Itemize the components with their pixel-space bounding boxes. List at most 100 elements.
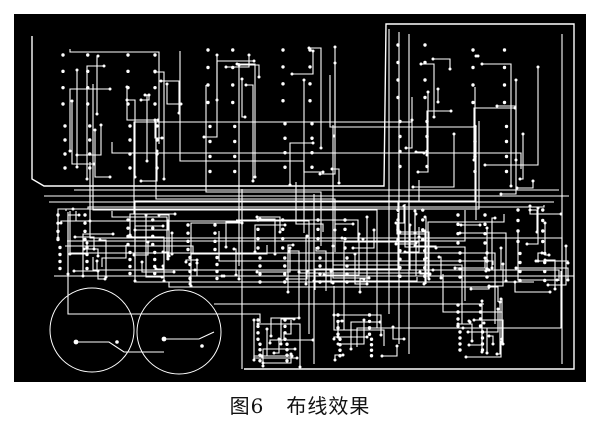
trace	[329, 75, 477, 220]
pad	[448, 67, 452, 71]
pad	[478, 324, 483, 328]
pad	[485, 351, 489, 355]
pad	[234, 273, 238, 277]
pad	[474, 54, 478, 58]
pad	[410, 118, 414, 122]
pad	[115, 340, 119, 344]
pad	[312, 279, 316, 283]
pad	[369, 337, 374, 341]
trace	[155, 121, 336, 252]
pad	[83, 237, 87, 242]
pad	[398, 164, 402, 169]
pad	[85, 245, 89, 250]
pad	[367, 313, 372, 317]
pad	[102, 64, 106, 68]
pad	[543, 269, 547, 274]
trace	[343, 227, 420, 330]
trace	[485, 67, 539, 166]
pad	[161, 224, 165, 228]
pad	[338, 337, 342, 341]
pad	[144, 213, 148, 217]
pad	[365, 215, 369, 219]
pad	[179, 102, 183, 106]
mounting-circles	[49, 287, 222, 375]
pad	[310, 122, 314, 126]
pad	[423, 43, 427, 47]
pad	[285, 277, 289, 281]
pad	[340, 319, 344, 323]
trace	[141, 151, 158, 182]
pad	[333, 358, 337, 362]
trace	[127, 99, 136, 177]
trace	[497, 105, 517, 160]
pad	[253, 250, 257, 254]
pad	[283, 223, 287, 227]
pad	[256, 337, 260, 341]
pad-layer	[56, 43, 570, 369]
pad	[369, 343, 374, 347]
trace	[501, 80, 517, 195]
pad	[483, 256, 487, 260]
trace	[354, 254, 367, 285]
pad	[398, 266, 402, 270]
pad	[288, 246, 292, 250]
pad	[337, 181, 341, 185]
pad	[408, 223, 412, 227]
pad	[186, 239, 190, 244]
trace	[145, 94, 148, 161]
pad	[222, 274, 226, 278]
pad	[233, 169, 237, 174]
trace	[77, 125, 102, 156]
pad	[425, 119, 429, 124]
pad	[470, 339, 474, 343]
pad	[318, 172, 322, 176]
trace	[86, 65, 104, 179]
pad	[153, 250, 157, 255]
pad	[418, 270, 422, 274]
pad	[153, 85, 157, 90]
pad	[336, 313, 340, 317]
trace	[111, 211, 168, 260]
pad	[77, 213, 81, 217]
trace	[253, 320, 297, 359]
pad	[480, 330, 485, 334]
pad	[330, 167, 334, 171]
pad	[151, 242, 155, 247]
pad	[518, 278, 522, 283]
pad	[361, 237, 365, 241]
pad	[304, 282, 308, 286]
pad	[279, 342, 283, 346]
trace	[82, 233, 113, 276]
pad	[286, 290, 290, 294]
pad	[88, 152, 92, 156]
trace	[514, 282, 550, 293]
trace	[418, 92, 429, 173]
pad	[543, 278, 547, 283]
pad	[421, 208, 425, 212]
pad	[478, 303, 483, 307]
pad	[125, 98, 129, 102]
pad	[283, 264, 287, 268]
trace	[239, 64, 260, 77]
pad	[487, 334, 491, 338]
pad	[458, 336, 462, 340]
pad	[338, 354, 342, 358]
pad	[133, 228, 137, 232]
pad	[543, 251, 547, 256]
pad	[281, 99, 285, 103]
pad	[256, 236, 260, 241]
pad	[367, 276, 371, 280]
pad	[473, 139, 477, 144]
trace	[269, 339, 313, 343]
pad	[343, 236, 347, 241]
trace	[141, 262, 174, 273]
pad	[281, 246, 285, 250]
pad	[398, 230, 402, 234]
trace	[289, 250, 300, 272]
pad	[469, 287, 473, 291]
pad	[509, 184, 513, 188]
pad	[422, 282, 426, 286]
pad	[496, 307, 500, 311]
pad	[61, 102, 65, 106]
pad	[414, 150, 418, 154]
